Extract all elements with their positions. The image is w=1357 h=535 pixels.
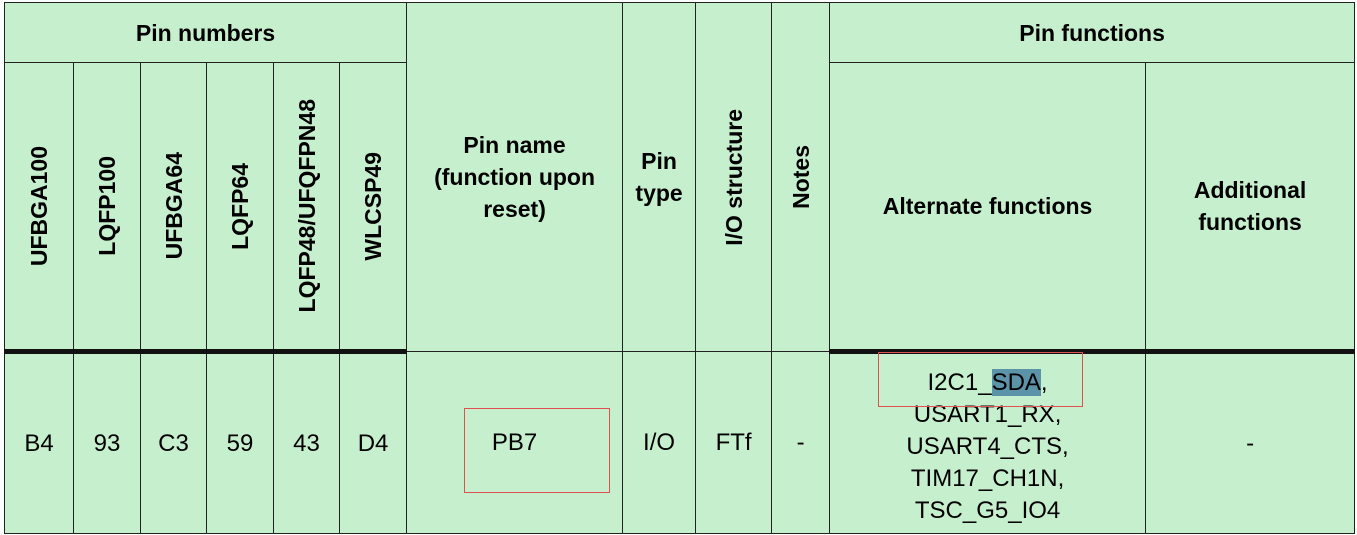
pin-name-cell: PB7 <box>406 351 624 534</box>
pin-cell-wlcsp49: D4 <box>338 351 408 534</box>
pin-cell-ufbga64: C3 <box>140 351 207 534</box>
alt-function-line[interactable]: TSC_G5_IO4 <box>914 496 1061 524</box>
io-structure-cell: FTf <box>695 351 773 534</box>
package-header-ufbga64: UFBGA64 <box>140 62 207 354</box>
pin-cell-lqfp48: 43 <box>273 351 340 534</box>
package-header-lqfp64: LQFP64 <box>206 62 274 354</box>
pin-functions-header: Pin functions <box>829 2 1356 63</box>
pin-numbers-header: Pin numbers <box>3 2 408 63</box>
package-header-lqfp48: LQFP48/UFQFPN48 <box>273 62 340 354</box>
notes-header: Notes <box>771 2 831 352</box>
alternate-functions-header: Alternate functions <box>829 62 1147 354</box>
pin-cell-ufbga100: B4 <box>4 351 74 534</box>
alt-function-line[interactable]: I2C1_SDA, <box>927 368 1048 396</box>
package-header-lqfp100: LQFP100 <box>73 62 141 354</box>
alt-function-line[interactable]: USART1_RX, <box>913 400 1062 428</box>
alt-function-line[interactable]: TIM17_CH1N, <box>910 464 1065 492</box>
selected-text-highlight[interactable]: SDA <box>991 368 1041 396</box>
notes-cell: - <box>771 351 831 534</box>
pin-cell-lqfp64: 59 <box>206 351 274 534</box>
package-header-ufbga100: UFBGA100 <box>4 62 74 354</box>
io-structure-header: I/O structure <box>695 2 773 352</box>
pin-cell-lqfp100: 93 <box>73 351 141 534</box>
additional-functions-header: Additional functions <box>1145 62 1356 354</box>
pinout-table: Pin numbers Pin name (function upon rese… <box>3 2 1356 534</box>
alt-function-line[interactable]: USART4_CTS, <box>906 432 1069 460</box>
pin-type-header: Pin type <box>622 2 697 352</box>
alternate-functions-cell: I2C1_SDA, USART1_RX, USART4_CTS, TIM17_C… <box>829 351 1147 534</box>
pin-type-cell: I/O <box>622 351 697 534</box>
package-header-wlcsp49: WLCSP49 <box>338 62 408 354</box>
pin-name-header: Pin name (function upon reset) <box>406 2 624 352</box>
table-row: B4 93 C3 59 43 D4 PB7 I/O FTf - I2C1_SDA… <box>4 351 1356 534</box>
additional-functions-cell: - <box>1145 351 1356 534</box>
